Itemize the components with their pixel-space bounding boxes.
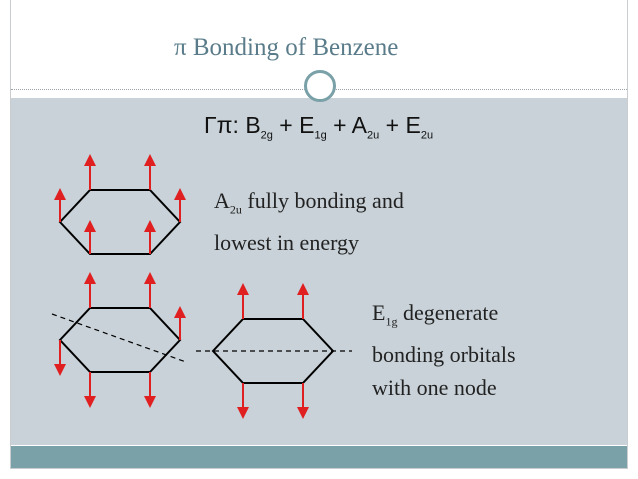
footer-bar [11,446,627,468]
benzene-hexagon-e1g-left [58,307,182,373]
slide-title: π Bonding of Benzene [174,34,399,61]
nodal-plane-left [51,313,187,363]
e1g-description: E1g degenerate bonding orbitals with one… [372,300,516,401]
content-area [11,98,627,445]
gamma-pi-representation: Γπ: B2g + E1g + A2u + E2u [204,112,434,142]
a2u-p-orbital-arrows [54,154,186,254]
e1g-right-arrows [237,283,309,419]
divider-circle-ornament [304,70,336,102]
a2u-description: A2u fully bonding and lowest in energy [214,188,404,256]
benzene-hexagon-a2u [58,189,182,255]
e1g-left-arrows [54,272,186,408]
